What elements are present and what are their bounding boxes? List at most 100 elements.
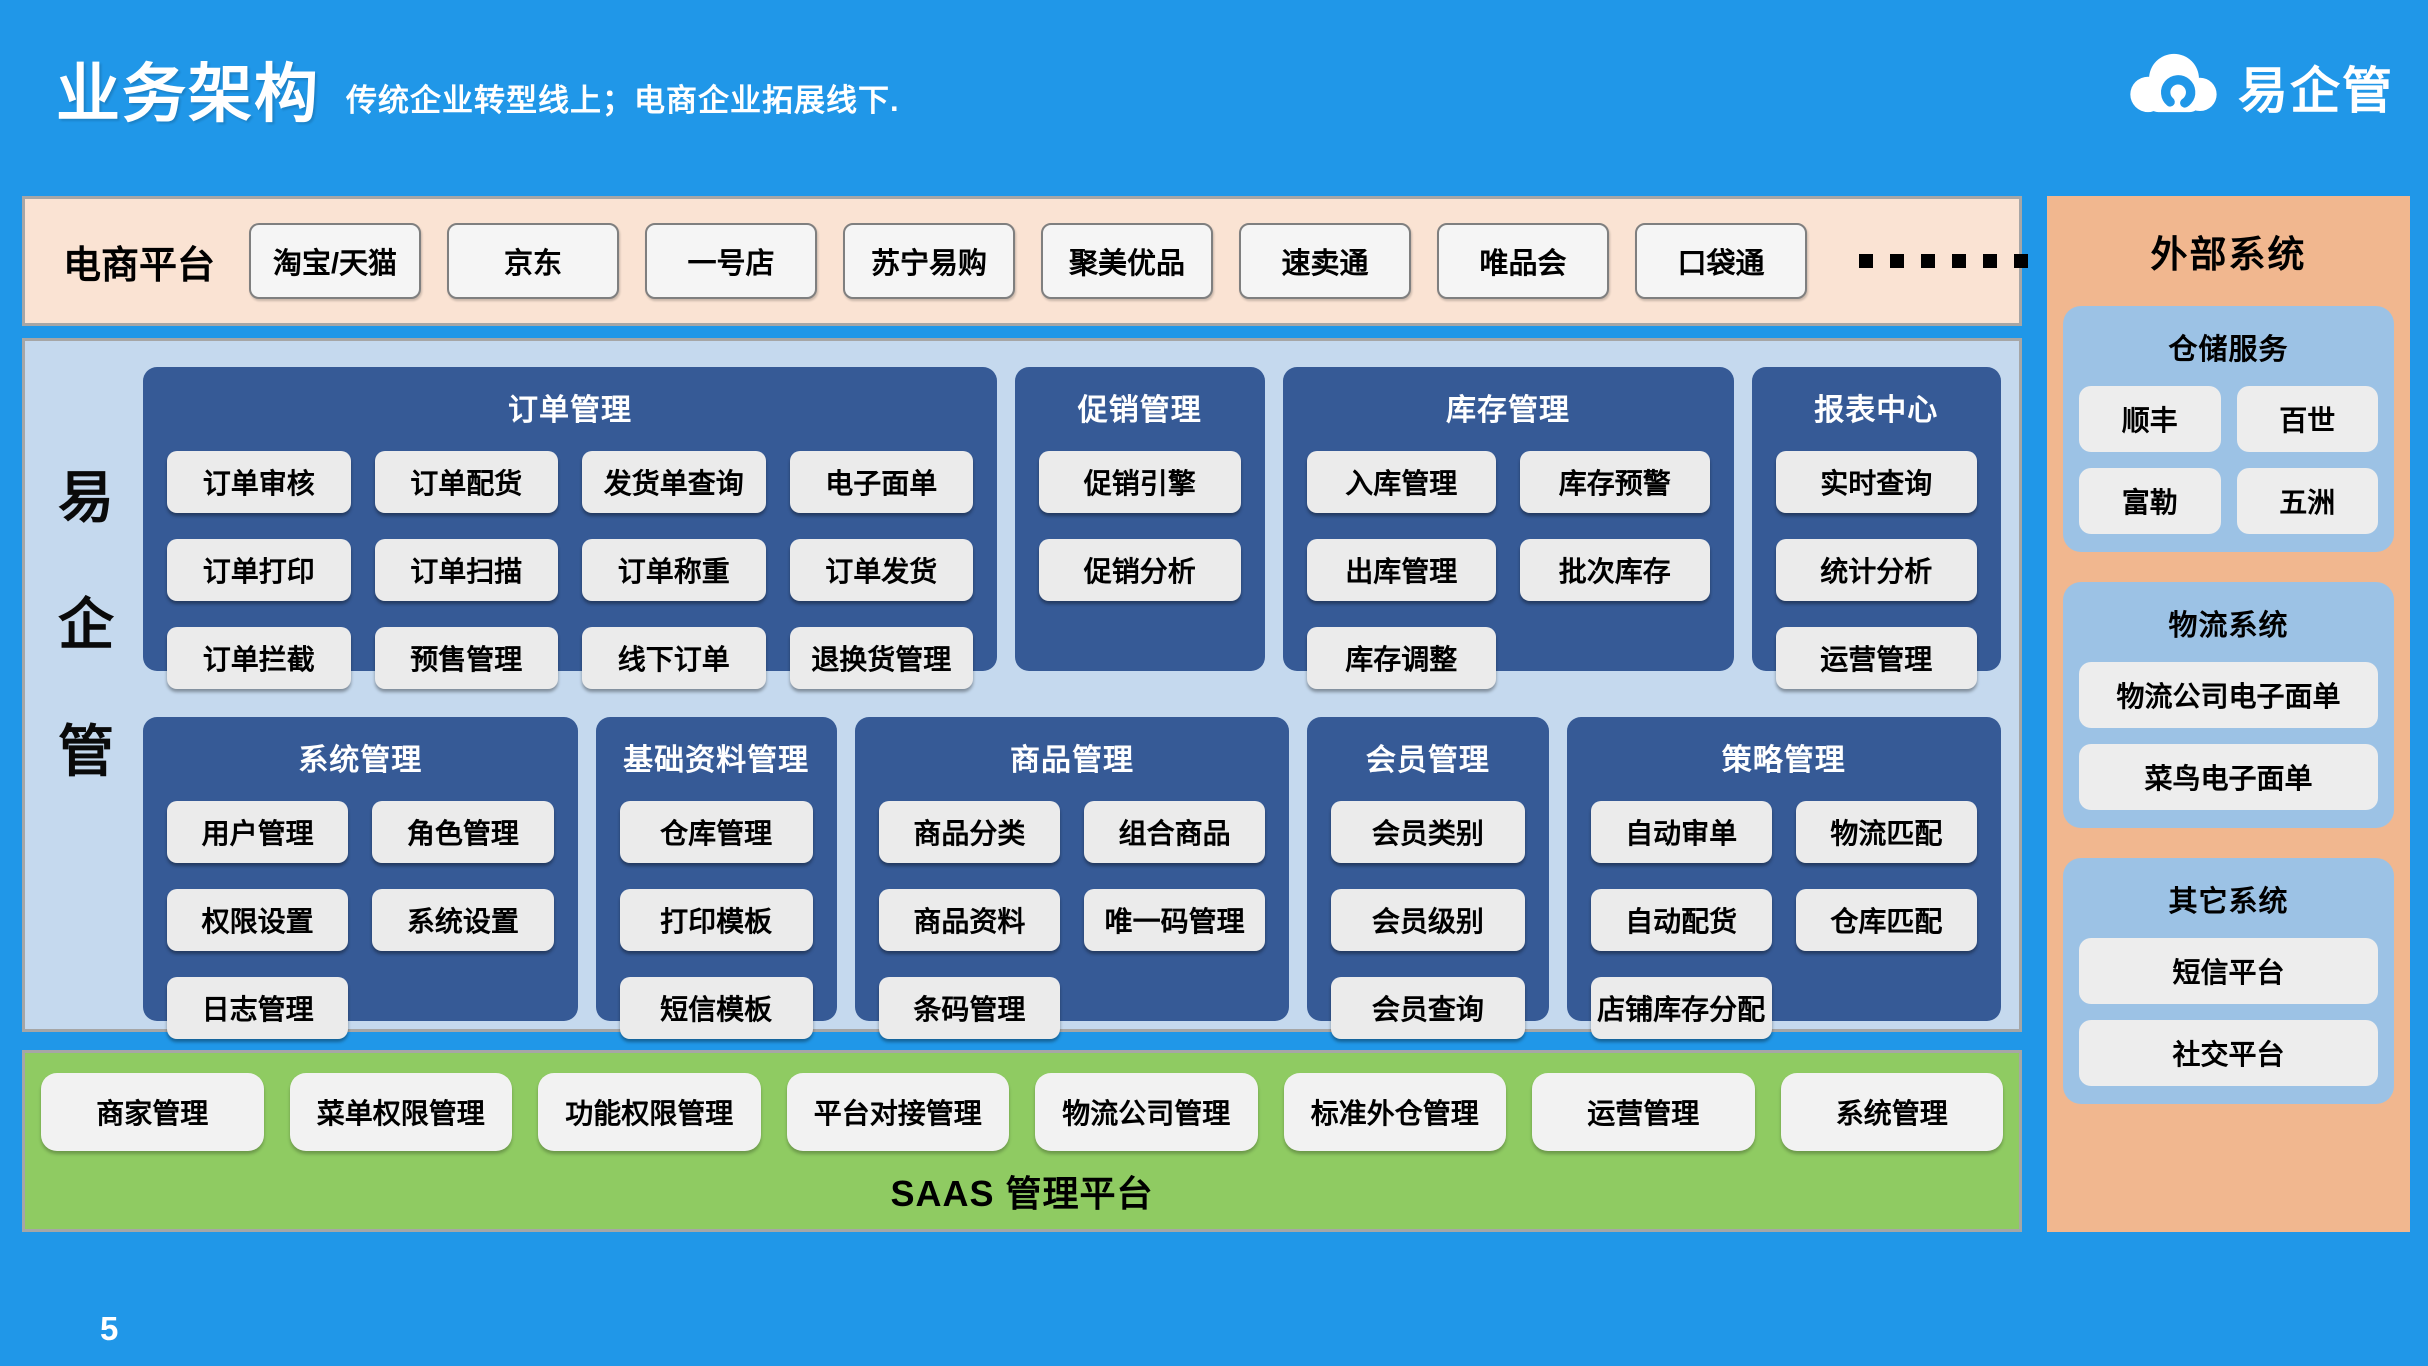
external-section-title: 仓储服务 bbox=[2168, 334, 2289, 366]
module-panel-title: 促销管理 bbox=[1077, 394, 1202, 427]
module-chip: 实时查询 bbox=[1775, 451, 1977, 513]
module-chip: 仓库管理 bbox=[619, 801, 813, 863]
saas-button: 标准外仓管理 bbox=[1283, 1073, 1506, 1151]
module-chip: 短信模板 bbox=[619, 977, 813, 1039]
module-rows: 订单管理订单审核订单配货发货单查询电子面单订单打印订单扫描订单称重订单发货订单拦… bbox=[143, 367, 2001, 1039]
module-panel: 商品管理商品分类组合商品商品资料唯一码管理条码管理 bbox=[854, 717, 1290, 1039]
module-grid: 用户管理角色管理权限设置系统设置日志管理 bbox=[167, 801, 554, 1039]
vertical-brand-label: 易企管 bbox=[51, 453, 121, 788]
module-grid: 会员类别会员级别会员查询 bbox=[1331, 801, 1525, 1039]
module-chip: 商品资料 bbox=[878, 889, 1060, 951]
module-chip: 订单打印 bbox=[167, 539, 351, 601]
saas-button: 商家管理 bbox=[41, 1073, 264, 1151]
module-chip: 订单发货 bbox=[789, 539, 973, 601]
module-chip: 库存预警 bbox=[1520, 451, 1710, 513]
module-chip: 订单扫描 bbox=[374, 539, 558, 601]
module-chip: 组合商品 bbox=[1084, 801, 1266, 863]
external-systems-sidebar: 外部系统 仓储服务顺丰百世富勒五洲物流系统物流公司电子面单菜鸟电子面单其它系统短… bbox=[2047, 196, 2410, 1232]
ecommerce-strip-label: 电商平台 bbox=[63, 244, 216, 287]
dot-icon bbox=[1921, 254, 1936, 268]
module-panel: 系统管理用户管理角色管理权限设置系统设置日志管理 bbox=[143, 717, 578, 1039]
module-chip: 日志管理 bbox=[167, 977, 349, 1039]
module-chip: 会员级别 bbox=[1331, 889, 1525, 951]
platform-list: 淘宝/天猫京东一号店苏宁易购聚美优品速卖通唯品会口袋通 bbox=[249, 223, 1808, 299]
module-chip: 退换货管理 bbox=[789, 627, 973, 689]
external-section-grid: 顺丰百世富勒五洲 bbox=[2079, 386, 2378, 534]
module-chip: 自动配货 bbox=[1590, 889, 1772, 951]
module-panel-title: 商品管理 bbox=[1010, 744, 1134, 777]
external-item: 物流公司电子面单 bbox=[2079, 662, 2378, 728]
external-systems-title: 外部系统 bbox=[2150, 234, 2307, 275]
module-chip: 促销分析 bbox=[1039, 539, 1241, 601]
module-chip: 打印模板 bbox=[619, 889, 813, 951]
dot-icon bbox=[2014, 254, 2029, 268]
external-item: 五洲 bbox=[2236, 468, 2378, 534]
module-chip: 会员类别 bbox=[1331, 801, 1525, 863]
module-panel-title: 库存管理 bbox=[1446, 394, 1570, 427]
external-section: 仓储服务顺丰百世富勒五洲 bbox=[2063, 306, 2394, 552]
brand-logo-text: 易企管 bbox=[2238, 62, 2394, 119]
external-section-title: 其它系统 bbox=[2168, 886, 2289, 918]
module-panel-title: 策略管理 bbox=[1721, 744, 1846, 777]
module-chip: 用户管理 bbox=[167, 801, 349, 863]
saas-button: 平台对接管理 bbox=[786, 1073, 1009, 1151]
module-grid: 入库管理库存预警出库管理批次库存库存调整 bbox=[1306, 451, 1710, 689]
module-chip: 自动审单 bbox=[1590, 801, 1772, 863]
dot-icon bbox=[1952, 254, 1967, 268]
vertical-brand-char: 企 bbox=[58, 593, 114, 656]
external-item: 社交平台 bbox=[2079, 1020, 2378, 1086]
platform-button: 唯品会 bbox=[1437, 223, 1610, 299]
module-chip: 统计分析 bbox=[1775, 539, 1977, 601]
platform-button: 淘宝/天猫 bbox=[249, 223, 422, 299]
external-item: 百世 bbox=[2236, 386, 2378, 452]
external-section-grid: 物流公司电子面单菜鸟电子面单 bbox=[2079, 662, 2378, 810]
module-grid: 仓库管理打印模板短信模板 bbox=[619, 801, 813, 1039]
module-panel-title: 订单管理 bbox=[508, 394, 632, 427]
module-grid: 自动审单物流匹配自动配货仓库匹配店铺库存分配 bbox=[1590, 801, 1977, 1039]
module-chip: 系统设置 bbox=[372, 889, 554, 951]
module-chip: 订单拦截 bbox=[167, 627, 351, 689]
external-section: 其它系统短信平台社交平台 bbox=[2063, 858, 2394, 1104]
external-item: 菜鸟电子面单 bbox=[2079, 744, 2378, 810]
platform-button: 口袋通 bbox=[1635, 223, 1808, 299]
module-chip: 条码管理 bbox=[878, 977, 1060, 1039]
more-platforms-dots bbox=[1859, 254, 2029, 268]
external-item: 富勒 bbox=[2079, 468, 2221, 534]
module-chip: 订单配货 bbox=[374, 451, 558, 513]
saas-button: 系统管理 bbox=[1780, 1073, 2003, 1151]
saas-platform-bar: 商家管理菜单权限管理功能权限管理平台对接管理物流公司管理标准外仓管理运营管理系统… bbox=[22, 1050, 2022, 1232]
module-panel: 促销管理促销引擎促销分析 bbox=[1015, 367, 1265, 671]
module-panel: 会员管理会员类别会员级别会员查询 bbox=[1307, 717, 1549, 1039]
module-panel: 策略管理自动审单物流匹配自动配货仓库匹配店铺库存分配 bbox=[1566, 717, 2001, 1039]
external-section-title: 物流系统 bbox=[2168, 610, 2289, 642]
module-panel-title: 报表中心 bbox=[1814, 394, 1939, 427]
vertical-brand-char: 管 bbox=[58, 720, 114, 783]
saas-button: 功能权限管理 bbox=[538, 1073, 761, 1151]
module-chip: 唯一码管理 bbox=[1084, 889, 1266, 951]
platform-button: 速卖通 bbox=[1239, 223, 1412, 299]
page-number: 5 bbox=[100, 1310, 119, 1347]
module-row: 订单管理订单审核订单配货发货单查询电子面单订单打印订单扫描订单称重订单发货订单拦… bbox=[143, 367, 2001, 689]
module-panel: 基础资料管理仓库管理打印模板短信模板 bbox=[595, 717, 837, 1039]
dot-icon bbox=[1859, 254, 1874, 268]
external-item: 短信平台 bbox=[2079, 938, 2378, 1004]
module-panel-title: 会员管理 bbox=[1365, 744, 1490, 777]
module-chip: 订单审核 bbox=[167, 451, 351, 513]
module-chip: 物流匹配 bbox=[1795, 801, 1977, 863]
brand-logo: 易企管 bbox=[2122, 46, 2394, 127]
saas-platform-title: SAAS 管理平台 bbox=[890, 1173, 1154, 1214]
header: 业务架构 传统企业转型线上；电商企业拓展线下. bbox=[56, 62, 900, 126]
module-grid: 订单审核订单配货发货单查询电子面单订单打印订单扫描订单称重订单发货订单拦截预售管… bbox=[167, 451, 973, 689]
module-chip: 批次库存 bbox=[1520, 539, 1710, 601]
module-chip: 促销引擎 bbox=[1039, 451, 1241, 513]
module-chip: 店铺库存分配 bbox=[1590, 977, 1772, 1039]
saas-button: 菜单权限管理 bbox=[289, 1073, 512, 1151]
saas-button: 物流公司管理 bbox=[1035, 1073, 1258, 1151]
module-chip: 会员查询 bbox=[1331, 977, 1525, 1039]
cloud-swirl-logo-icon bbox=[2122, 46, 2226, 127]
module-chip: 运营管理 bbox=[1775, 627, 1977, 689]
platform-button: 聚美优品 bbox=[1041, 223, 1214, 299]
page-subtitle: 传统企业转型线上；电商企业拓展线下. bbox=[346, 83, 900, 118]
module-panel-title: 基础资料管理 bbox=[623, 744, 810, 777]
